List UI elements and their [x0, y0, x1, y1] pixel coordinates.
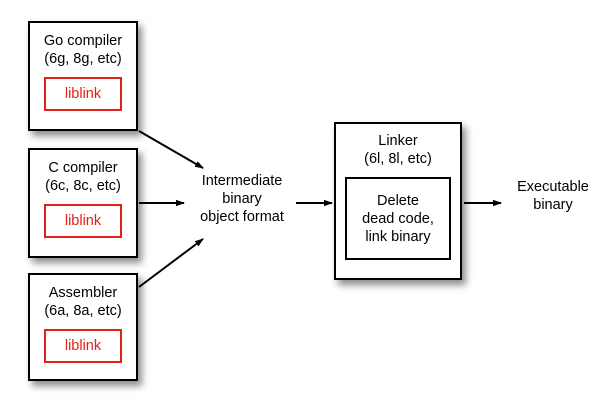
node-go-compiler[interactable]: Go compiler (6g, 8g, etc) liblink [28, 21, 138, 131]
node-go-compiler-title: Go compiler (6g, 8g, etc) [43, 33, 123, 67]
node-c-compiler-title: C compiler (6c, 8c, etc) [45, 160, 121, 194]
edge-assembler-to-intermediate [138, 238, 204, 288]
node-assembler[interactable]: Assembler (6a, 8a, etc) liblink [28, 273, 138, 381]
node-c-compiler[interactable]: C compiler (6c, 8c, etc) liblink [28, 148, 138, 258]
node-linker-action[interactable]: Delete dead code, link binary [345, 177, 451, 260]
node-go-compiler-liblink[interactable]: liblink [44, 77, 122, 111]
edge-go-to-intermediate [138, 130, 204, 169]
node-assembler-title: Assembler (6a, 8a, etc) [44, 285, 122, 319]
node-linker[interactable]: Linker (6l, 8l, etc) Delete dead code, l… [334, 122, 462, 280]
label-intermediate-format: Intermediate binary object format [200, 173, 284, 225]
node-c-compiler-liblink[interactable]: liblink [44, 204, 122, 238]
label-executable-binary: Executable binary [517, 179, 589, 213]
node-linker-title: Linker (6l, 8l, etc) [364, 133, 432, 167]
node-assembler-liblink[interactable]: liblink [44, 329, 122, 363]
